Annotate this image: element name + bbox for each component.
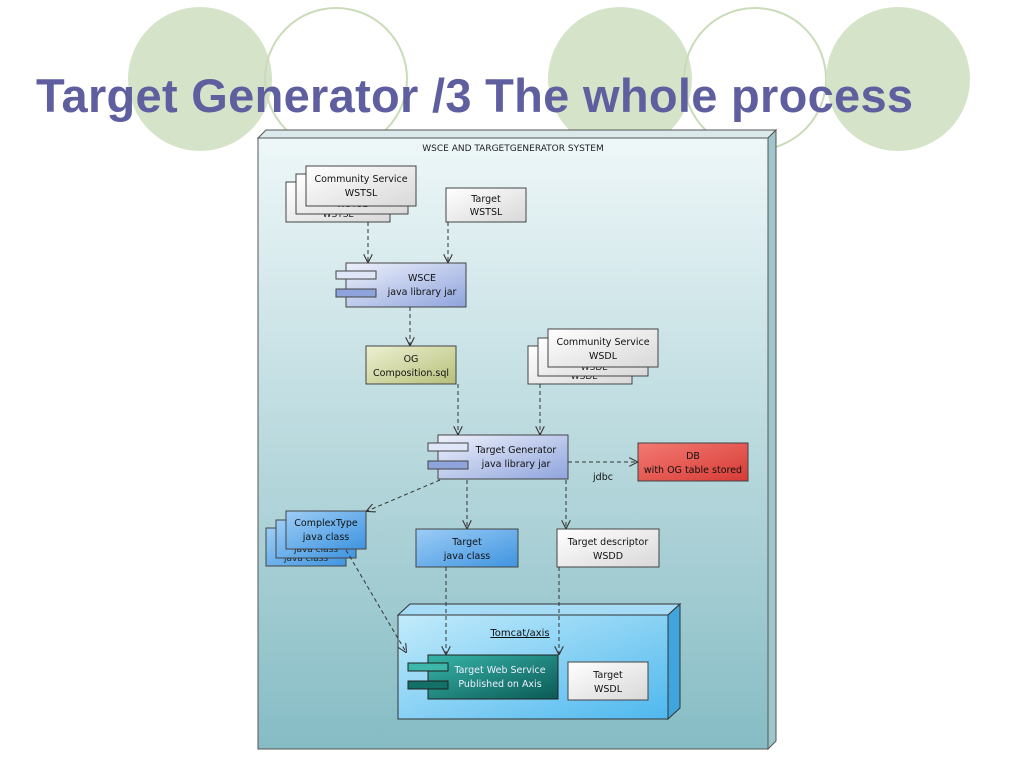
slide-title: Target Generator /3 The whole process [36, 69, 914, 122]
jdbc-label: jdbc [592, 472, 613, 483]
target-wstsl-line1: Target [470, 194, 501, 205]
target-wsdl-line1: Target [592, 670, 623, 681]
target-java-line2: java class [443, 551, 491, 562]
target-wsdl-line2: WSDL [594, 684, 623, 695]
complextype-stack: java class java class ComplexType java c… [265, 510, 367, 567]
arrow-target-generator-to-complextype [367, 479, 441, 511]
wsce-line2: java library jar [387, 287, 457, 298]
wsce-component: WSCE java library jar [335, 262, 467, 308]
community-wsdl-stack: WSDL WSDL Community Service WSDL [527, 328, 659, 385]
decor-circle-5 [826, 7, 970, 151]
target-wstsl-line2: WSTSL [470, 207, 503, 218]
community-wsdl-line2: WSDL [589, 351, 618, 362]
target-generator-component: Target Generator java library jar [427, 434, 569, 480]
db-line2: with OG table stored [644, 465, 742, 476]
web-service-line2: Published on Axis [458, 679, 541, 690]
complextype-line1: ComplexType [294, 518, 358, 529]
db-line1: DB [686, 451, 700, 462]
community-wsdl-line1: Community Service [556, 337, 649, 348]
system-label: WSCE AND TARGETGENERATOR SYSTEM [422, 144, 604, 154]
target-generator-line1: Target Generator [475, 445, 557, 456]
community-wsdl-back2: WSDL [571, 372, 598, 382]
target-java-line1: Target [451, 537, 482, 548]
tomcat-label: Tomcat/axis [489, 628, 549, 639]
target-generator-line2: java library jar [481, 459, 551, 470]
complextype-line2: java class [302, 532, 350, 543]
community-wstsl-line2: WSTSL [345, 188, 378, 199]
db-box: DB with OG table stored [637, 442, 749, 482]
target-wsdd-line1: Target descriptor [567, 537, 649, 548]
web-service-line1: Target Web Service [453, 665, 545, 676]
wsce-line1: WSCE [408, 273, 436, 284]
og-box: OG Composition.sql [365, 345, 457, 385]
og-line2: Composition.sql [373, 368, 449, 379]
target-wstsl-box: Target WSTSL [445, 187, 527, 223]
community-wstsl-line1: Community Service [314, 174, 407, 185]
target-wsdd-line2: WSDD [593, 551, 623, 562]
target-wsdl-box: Target WSDL [567, 661, 649, 701]
dependency-arrows [345, 222, 637, 654]
og-line1: OG [404, 354, 419, 365]
decor-circle-1 [128, 7, 272, 151]
complextype-back1: java class [293, 545, 338, 555]
community-wstsl-back2: WSTSL [323, 210, 354, 220]
community-wstsl-stack: WSTSL WSTSL Community Service WSTSL [285, 165, 417, 223]
community-wsdl-back1: WSDL [581, 363, 608, 373]
target-wsdd-box: Target descriptor WSDD [556, 528, 660, 568]
web-service-component: Target Web Service Published on Axis [407, 654, 559, 700]
complextype-back2: java class [283, 554, 328, 564]
target-java-class-box: Target java class [415, 528, 519, 568]
decor-circle-3 [548, 7, 692, 151]
arrow-complextype-to-web-service [345, 549, 406, 652]
